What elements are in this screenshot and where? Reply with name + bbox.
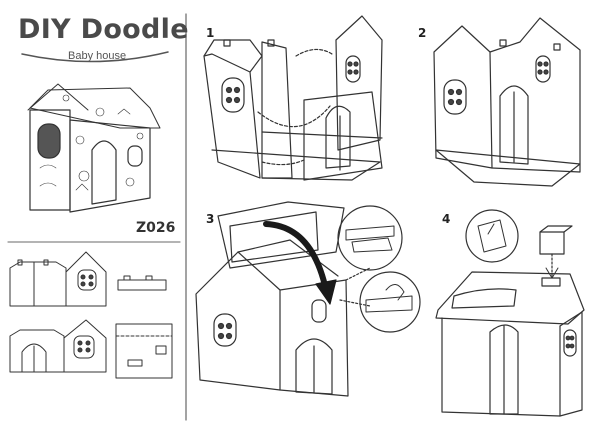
- step-1-number: 1: [206, 26, 214, 40]
- flat-piece-back-walls: [10, 320, 106, 372]
- step-4-number: 4: [442, 212, 450, 226]
- product-house-drawing: [28, 84, 160, 212]
- brand-title: DIY Doodle: [18, 14, 189, 45]
- step-3-drawing: [196, 202, 420, 396]
- step-2-drawing: [434, 18, 580, 186]
- flat-piece-front-walls: [10, 252, 106, 306]
- flat-piece-roof: [116, 324, 172, 378]
- model-code: Z026: [136, 220, 175, 236]
- step-4-drawing: [436, 210, 584, 416]
- step-2-number: 2: [418, 26, 426, 40]
- step-3-number: 3: [206, 212, 214, 226]
- brand-subtitle: Baby house: [68, 50, 126, 62]
- flat-piece-strip: [118, 276, 166, 290]
- step-1-drawing: [204, 16, 382, 180]
